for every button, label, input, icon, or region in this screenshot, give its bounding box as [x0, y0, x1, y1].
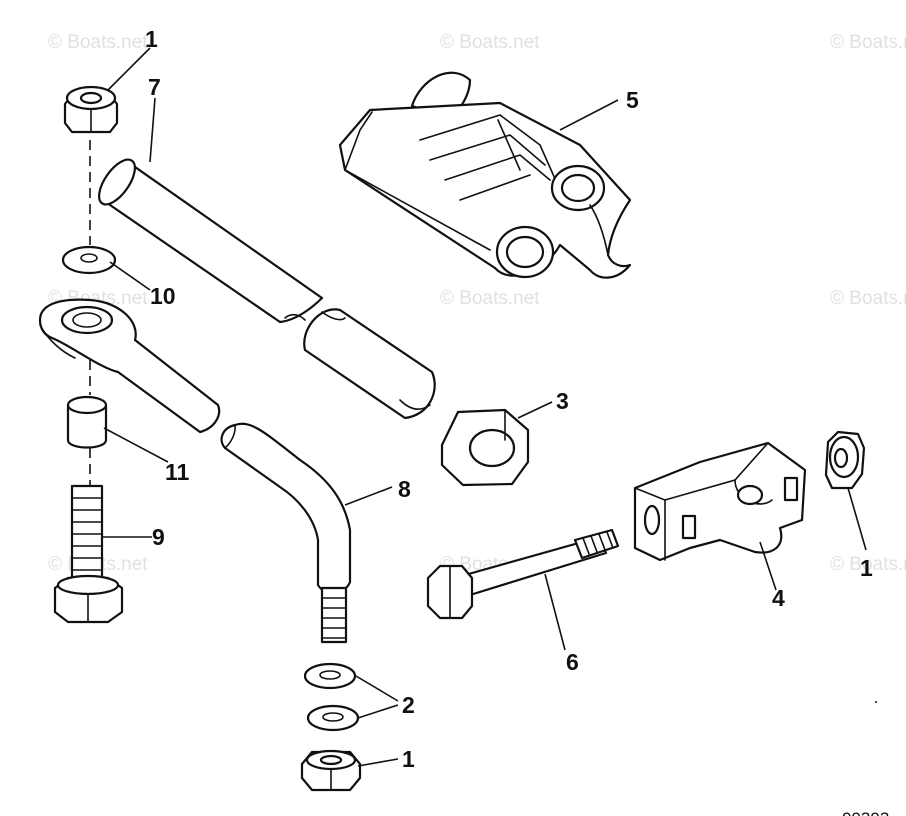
part-1-lock-nut-right: [824, 430, 866, 490]
callout-4: 4: [772, 585, 785, 611]
stray-dot: [875, 701, 877, 703]
callout-1-top: 1: [145, 26, 158, 52]
watermark-2: © Boats.net: [440, 32, 540, 53]
callouts: 1 7 5 10 3 11 8 9 1 4 6 2 1: [145, 26, 873, 772]
watermark-6: © Boats.net: [830, 288, 906, 309]
part-2-washers: [303, 662, 360, 732]
part-4-clamp-block: [633, 441, 807, 562]
reference-code: 09393: [842, 809, 889, 816]
callout-6: 6: [566, 649, 579, 675]
part-1-lock-nut-bottom: [300, 749, 362, 792]
leader-lines: [102, 47, 867, 767]
part-8-link-rod: [38, 298, 352, 644]
callout-1-right: 1: [860, 555, 873, 581]
watermark-5: © Boats.net: [440, 288, 540, 309]
part-6-bolt: [426, 528, 620, 620]
watermark-1: © Boats.net: [48, 32, 148, 53]
part-5-bracket: [338, 71, 632, 279]
callout-9: 9: [152, 524, 165, 550]
callout-10: 10: [150, 283, 176, 309]
callout-7: 7: [148, 74, 161, 100]
part-10-washer: [61, 245, 117, 275]
part-9-bolt: [53, 484, 124, 624]
callout-1-bottom: 1: [402, 746, 415, 772]
part-1-lock-nut-top: [63, 85, 119, 134]
callout-8: 8: [398, 476, 411, 502]
callout-2: 2: [402, 692, 415, 718]
part-3-hex-nut: [440, 408, 530, 487]
callout-11: 11: [165, 459, 190, 485]
watermark-3: © Boats.net: [830, 32, 906, 53]
watermark-9: © Boats.net: [830, 554, 906, 575]
callout-5: 5: [626, 87, 639, 113]
part-11-spacer: [66, 395, 108, 449]
part-7-tube: [98, 158, 436, 420]
callout-3: 3: [556, 388, 569, 414]
